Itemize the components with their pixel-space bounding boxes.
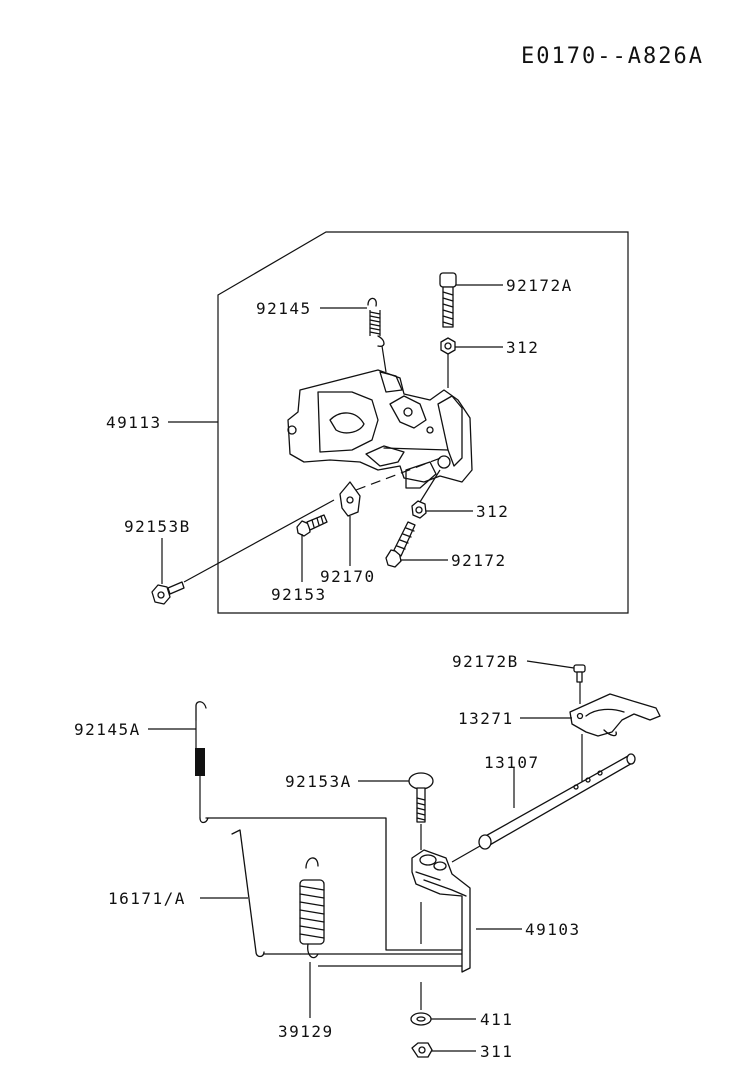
axis-312-lower [419, 469, 441, 503]
label-92153a: 92153A [285, 772, 352, 791]
label-411: 411 [480, 1010, 513, 1029]
screw-92153b-part [151, 581, 185, 605]
label-92170: 92170 [320, 567, 376, 586]
bracket-49113-part [287, 369, 473, 489]
axis-92153b-hidden [355, 455, 447, 491]
document-id: E0170--A826A [521, 44, 704, 69]
axis-92153b [183, 499, 335, 583]
label-92153: 92153 [271, 585, 327, 604]
nut-312-lower-part [411, 500, 427, 519]
label-311: 311 [480, 1042, 513, 1061]
bolt-92153a-part [408, 772, 434, 823]
washer-411-part [410, 1012, 432, 1026]
nut-312-upper-part [440, 337, 456, 355]
label-39129: 39129 [278, 1022, 334, 1041]
label-49103: 49103 [525, 920, 581, 939]
spring-92145-part [367, 297, 385, 347]
bolt-92172a-part [439, 272, 457, 328]
rod-16171a-part [231, 829, 301, 958]
spring-92145a-part [195, 701, 471, 951]
label-92172: 92172 [451, 551, 507, 570]
label-312-lower: 312 [476, 502, 509, 521]
screw-92172b-part [573, 664, 586, 683]
axis-92145 [381, 345, 387, 373]
label-13271: 13271 [458, 709, 514, 728]
shaft-13107-part [478, 753, 636, 850]
assembly-49113-frame [217, 231, 629, 614]
screw-92153-part [296, 514, 328, 537]
leader-92172b [526, 660, 575, 669]
nut-311-part [411, 1042, 433, 1058]
bolt-92172-part [385, 521, 416, 568]
label-92145a: 92145A [74, 720, 141, 739]
label-13107: 13107 [484, 753, 540, 772]
plate-13271-part [569, 693, 661, 737]
axis-13107 [451, 845, 481, 863]
label-92153b: 92153B [124, 517, 191, 536]
label-49113: 49113 [106, 413, 162, 432]
spring-39129-part [299, 857, 325, 959]
clip-92170-part [339, 481, 361, 517]
label-92172b: 92172B [452, 652, 519, 671]
label-92172a: 92172A [506, 276, 573, 295]
label-16171a: 16171/A [108, 889, 186, 908]
label-312-upper: 312 [506, 338, 539, 357]
label-92145: 92145 [256, 299, 312, 318]
lever-49103-part [411, 849, 471, 973]
